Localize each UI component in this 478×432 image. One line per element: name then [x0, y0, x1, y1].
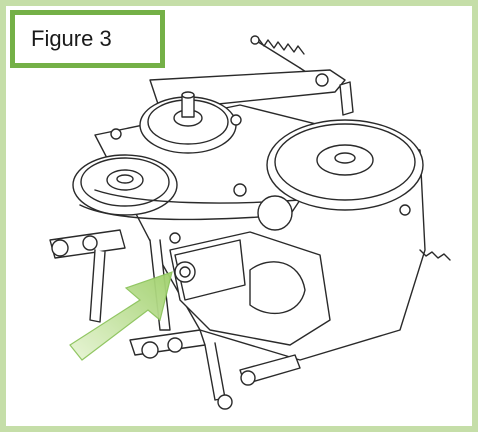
figure-caption-label: Figure 3 — [31, 26, 112, 51]
tension-spring-right — [419, 249, 451, 261]
figure-caption: Figure 3 — [10, 10, 165, 68]
callout-arrow-icon — [69, 271, 173, 361]
drive-belt — [79, 189, 301, 221]
control-linkage — [49, 229, 301, 410]
ball-knob — [257, 195, 293, 231]
left-pulley — [72, 154, 178, 216]
bolts — [110, 114, 411, 244]
spring-post — [339, 81, 354, 116]
gearbox-body — [169, 231, 331, 346]
large-pulley — [266, 119, 424, 211]
